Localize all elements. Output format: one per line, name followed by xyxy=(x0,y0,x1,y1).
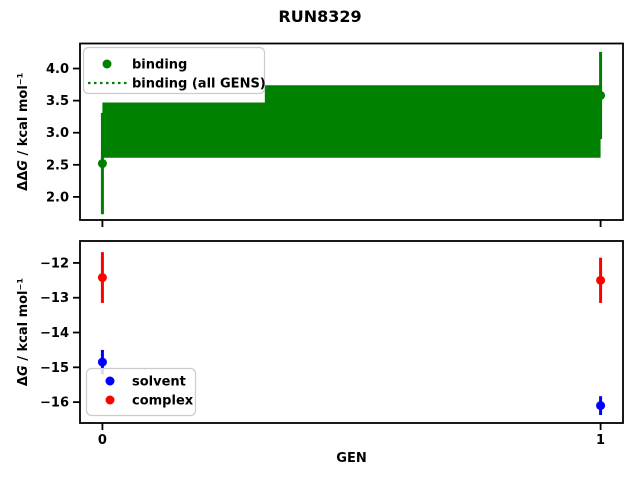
y-tick-label: 3.5 xyxy=(46,94,69,109)
legend-handle-dot xyxy=(105,395,115,405)
y-tick-label: −16 xyxy=(40,396,69,411)
subplot-bottom: −12 −13 −14 −15 −16 0 1 ΔG / kcal mol⁻¹ GEN solve… xyxy=(16,240,624,466)
legend-box xyxy=(82,46,266,95)
marker-binding xyxy=(97,159,107,169)
x-tick-label: 0 xyxy=(98,433,107,448)
y-axis-label: ΔΔG / kcal mol⁻¹ xyxy=(16,73,31,191)
legend-handle-dot xyxy=(102,59,112,69)
legend-label: solvent xyxy=(132,375,186,390)
marker-complex xyxy=(97,273,107,283)
legend-label: complex xyxy=(132,394,194,409)
y-tick-label: −12 xyxy=(40,256,69,271)
legend-label: binding (all GENS) xyxy=(132,77,266,92)
marker-solvent xyxy=(596,401,606,411)
y-tick-label: −14 xyxy=(40,326,69,341)
y-tick-label: −13 xyxy=(40,291,69,306)
figure-title: RUN8329 xyxy=(278,7,361,26)
x-tick-label: 1 xyxy=(596,433,605,448)
y-tick-label: 2.5 xyxy=(46,158,69,173)
y-tick-label: −15 xyxy=(40,361,69,376)
y-tick-label: 4.0 xyxy=(46,62,69,77)
legend-handle-dot xyxy=(105,376,115,386)
band-binding (all GENS) xyxy=(102,85,601,158)
x-axis-label: GEN xyxy=(336,451,366,466)
legend-label: binding xyxy=(132,58,187,73)
marker-solvent xyxy=(97,357,107,367)
y-tick-label: 3.0 xyxy=(46,126,69,141)
marker-complex xyxy=(596,275,606,285)
y-tick-label: 2.0 xyxy=(46,190,69,205)
y-axis-label: ΔG / kcal mol⁻¹ xyxy=(16,278,31,386)
axes-frame xyxy=(79,42,624,221)
